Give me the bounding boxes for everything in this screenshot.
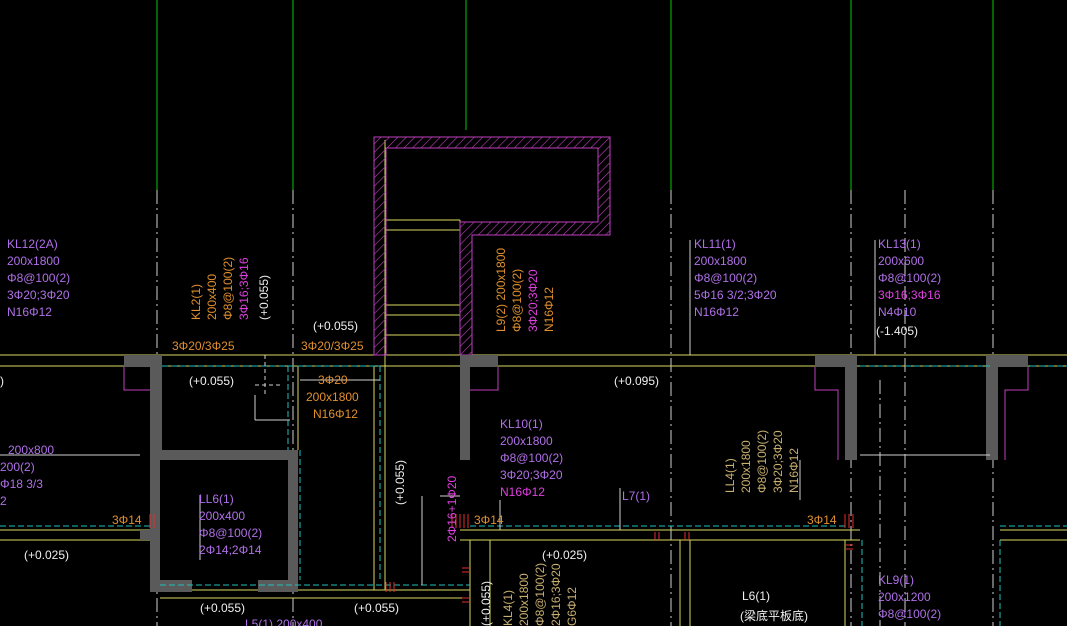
svg-text:LL6(1): LL6(1) (199, 492, 234, 506)
label-ll4: LL4(1) 200x1800 Φ8@100(2) 3Φ20;3Φ20 N16Φ… (723, 430, 801, 493)
svg-text:KL13(1): KL13(1) (878, 237, 921, 251)
label-l6: L6(1) (梁底平板底) (740, 589, 808, 623)
label-kl11: KL11(1) 200x1800 Φ8@100(2) 5Φ16 3/2;3Φ20… (694, 237, 777, 319)
svg-text:Φ8@100(2): Φ8@100(2) (694, 271, 757, 285)
svg-text:N16Φ12: N16Φ12 (7, 305, 52, 319)
svg-text:200x600: 200x600 (878, 254, 924, 268)
label-rebar-top-left: 3Φ20/3Φ25 (172, 339, 235, 353)
svg-text:KL9(1): KL9(1) (878, 573, 914, 587)
svg-text:KL12(2A): KL12(2A) (7, 237, 58, 251)
svg-text:3Φ20;3Φ20: 3Φ20;3Φ20 (7, 288, 70, 302)
svg-text:(梁底平板底): (梁底平板底) (740, 608, 808, 623)
label-elev-c: (+0.055) (200, 601, 245, 615)
svg-text:Φ8@100(2): Φ8@100(2) (221, 257, 235, 320)
svg-text:Φ8@100(2): Φ8@100(2) (7, 271, 70, 285)
label-left-partial: 200x800 200(2) Φ18 3/3 2 (0, 443, 54, 508)
label-elev-0095: (+0.095) (614, 374, 659, 388)
label-l9: L9(2) 200x1800 Φ8@100(2) 3Φ20;3Φ20 N16Φ1… (494, 248, 556, 332)
svg-text:200x1800: 200x1800 (517, 573, 531, 626)
leader-lines (0, 240, 990, 585)
label-kl13: KL13(1) 200x600 Φ8@100(2) 3Φ16;3Φ16 N4Φ1… (876, 237, 941, 338)
svg-text:3Φ20: 3Φ20 (318, 373, 348, 387)
svg-text:N16Φ12: N16Φ12 (542, 287, 556, 332)
rebar-ticks (149, 514, 854, 603)
label-elev-0025-a: (+0.025) (24, 548, 69, 562)
svg-text:3Φ20;3Φ20: 3Φ20;3Φ20 (526, 269, 540, 332)
columns (124, 355, 1028, 592)
svg-text:5Φ16 3/2;3Φ20: 5Φ16 3/2;3Φ20 (694, 288, 777, 302)
label-rebar-3c14-c: 3Φ14 (807, 513, 837, 527)
svg-text:N16Φ12: N16Φ12 (694, 305, 739, 319)
label-l5-partial: L5(1) 200x400 (245, 617, 323, 626)
label-kl12: KL12(2A) 200x1800 Φ8@100(2) 3Φ20;3Φ20 N1… (7, 237, 70, 319)
label-rebar-3c14-a: 3Φ14 (112, 513, 142, 527)
label-elev-vertical: (+0.055) (393, 460, 407, 505)
svg-text:200x1800: 200x1800 (739, 440, 753, 493)
label-elev-vertical-2: (+0.055) (479, 581, 493, 626)
svg-text:2: 2 (0, 494, 7, 508)
svg-text:200x400: 200x400 (205, 274, 219, 320)
svg-text:Φ18 3/3: Φ18 3/3 (0, 477, 43, 491)
label-elev-b: (+0.055) (189, 374, 234, 388)
svg-text:LL4(1): LL4(1) (723, 458, 737, 493)
svg-text:Φ8@100(2): Φ8@100(2) (500, 451, 563, 465)
svg-text:3Φ20;3Φ20: 3Φ20;3Φ20 (500, 468, 563, 482)
svg-text:200(2): 200(2) (0, 460, 35, 474)
svg-text:3Φ16;3Φ16: 3Φ16;3Φ16 (237, 257, 251, 320)
svg-text:N16Φ12: N16Φ12 (500, 485, 545, 499)
svg-text:200x1800: 200x1800 (7, 254, 60, 268)
hatched-wall (373, 136, 611, 356)
label-edge-paren: ) (0, 374, 4, 388)
svg-text:Φ8@100(2): Φ8@100(2) (878, 607, 941, 621)
label-rebar-3c14-b: 3Φ14 (474, 513, 504, 527)
svg-text:KL4(1): KL4(1) (501, 590, 515, 626)
label-kl2: KL2(1) 200x400 Φ8@100(2) 3Φ16;3Φ16 (+0.0… (189, 257, 271, 320)
label-l7: L7(1) (622, 489, 650, 503)
svg-text:KL2(1): KL2(1) (189, 284, 203, 320)
svg-text:(+0.055): (+0.055) (257, 275, 271, 320)
label-ll6: LL6(1) 200x400 Φ8@100(2) 2Φ14;2Φ14 (199, 492, 262, 557)
svg-text:(-1.405): (-1.405) (876, 324, 918, 338)
svg-text:KL10(1): KL10(1) (500, 417, 543, 431)
label-elev-a: (+0.055) (313, 319, 358, 333)
svg-text:Φ8@100(2): Φ8@100(2) (878, 271, 941, 285)
axis-lines (156, 0, 994, 190)
label-elev-d: (+0.055) (354, 601, 399, 615)
svg-text:200x1800: 200x1800 (500, 434, 553, 448)
label-kl4: KL4(1) 200x1800 Φ8@100(2) 2Φ16;3Φ20 G6Φ1… (501, 563, 579, 626)
svg-text:3Φ16;3Φ16: 3Φ16;3Φ16 (878, 288, 941, 302)
svg-text:200x1200: 200x1200 (878, 590, 931, 604)
svg-text:KL11(1): KL11(1) (694, 237, 736, 251)
svg-text:3Φ20;3Φ20: 3Φ20;3Φ20 (771, 430, 785, 493)
svg-text:2Φ16;3Φ20: 2Φ16;3Φ20 (549, 563, 563, 626)
svg-text:N16Φ12: N16Φ12 (313, 407, 358, 421)
svg-text:Φ8@100(2): Φ8@100(2) (199, 526, 262, 540)
svg-text:200x1800: 200x1800 (694, 254, 747, 268)
svg-text:200x800: 200x800 (8, 443, 54, 457)
svg-text:200x1800: 200x1800 (306, 390, 359, 404)
svg-text:L6(1): L6(1) (742, 589, 770, 603)
svg-text:L9(2) 200x1800: L9(2) 200x1800 (494, 248, 508, 332)
label-rebar-vertical: 2Φ16+1Φ20 (445, 475, 459, 542)
svg-text:N16Φ12: N16Φ12 (787, 448, 801, 493)
label-kl9: KL9(1) 200x1200 Φ8@100(2) (878, 573, 941, 621)
dashed-lines (0, 365, 1067, 626)
label-kl10: KL10(1) 200x1800 Φ8@100(2) 3Φ20;3Φ20 N16… (500, 417, 563, 499)
svg-text:Φ8@100(2): Φ8@100(2) (755, 430, 769, 493)
svg-text:2Φ14;2Φ14: 2Φ14;2Φ14 (199, 543, 262, 557)
svg-text:200x400: 200x400 (199, 509, 245, 523)
svg-text:Φ8@100(2): Φ8@100(2) (510, 269, 524, 332)
column-outlines (123, 367, 1029, 460)
svg-text:Φ8@100(2): Φ8@100(2) (533, 563, 547, 626)
svg-text:G6Φ12: G6Φ12 (565, 587, 579, 626)
label-mid-beam: 3Φ20 200x1800 N16Φ12 (306, 373, 359, 421)
label-rebar-top-mid: 3Φ20/3Φ25 (301, 339, 364, 353)
label-elev-0025-b: (+0.025) (542, 548, 587, 562)
svg-text:N4Φ10: N4Φ10 (878, 305, 917, 319)
